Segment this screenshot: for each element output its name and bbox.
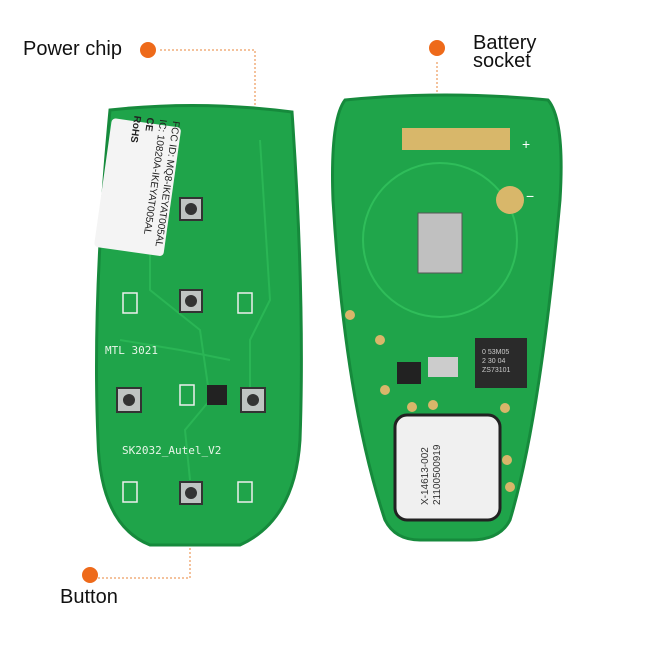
buttons	[116, 197, 266, 505]
silk-mtl: MTL 3021	[105, 344, 158, 357]
silk-name: SK2032_Autel_V2	[122, 444, 222, 457]
callout-dot-power-chip	[140, 42, 156, 58]
module-line2: 21100500919	[432, 444, 443, 505]
plus-mark: +	[522, 136, 531, 152]
callout-button: Button	[60, 586, 118, 608]
callout-battery-line2: socket	[473, 50, 531, 72]
module-line1: X-14613-002	[420, 447, 431, 505]
callout-dot-battery	[429, 40, 445, 56]
battery-socket-pad	[402, 128, 510, 150]
minus-mark: −	[526, 188, 535, 204]
rf-module	[393, 413, 502, 522]
front-pcb	[94, 103, 303, 547]
back-pcb	[331, 93, 563, 542]
ic-line2: 2 30 04	[482, 358, 506, 365]
callout-power-chip: Power chip	[23, 38, 122, 60]
ic-chip	[475, 338, 527, 388]
ic-line3: ZS73101	[482, 367, 511, 374]
callout-dot-button	[82, 567, 98, 583]
ic-line1: 0 53M05	[482, 349, 510, 356]
callout-battery-line1: Battery	[473, 32, 537, 54]
fcc-sticker	[94, 118, 181, 256]
power-chip	[207, 385, 227, 405]
callout-battery-socket: Battery socket	[473, 32, 537, 72]
